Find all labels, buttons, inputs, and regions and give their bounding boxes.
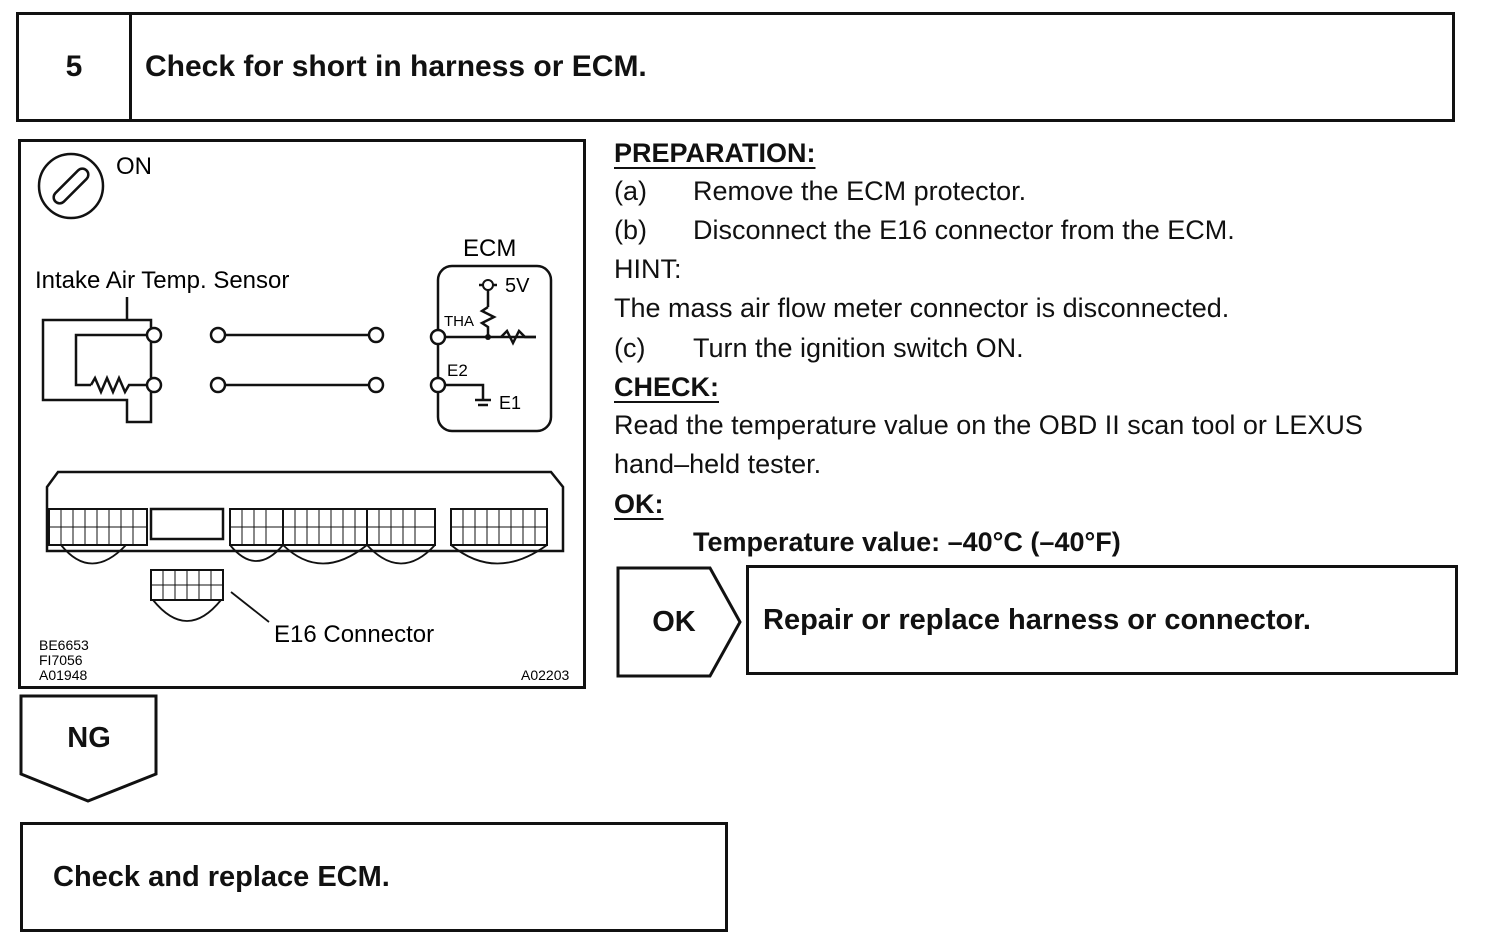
wiring-diagram: ON ECM Intake Air Temp. Sensor xyxy=(18,139,586,689)
ng-result-label: NG xyxy=(67,721,111,754)
step-b-letter: (b) xyxy=(614,215,647,245)
hint-heading: HINT: xyxy=(614,254,682,284)
ignition-key-icon xyxy=(37,152,105,220)
hint-text: The mass air flow meter connector is dis… xyxy=(614,293,1230,323)
connector-label: E16 Connector xyxy=(274,621,434,648)
wire-bundles xyxy=(60,544,548,623)
step-a-text: Remove the ECM protector. xyxy=(693,176,1027,206)
ecm-terminal-e2 xyxy=(429,376,447,394)
ok-heading: OK: xyxy=(614,489,664,519)
ref-code-3: A01948 xyxy=(39,667,87,683)
ref-code-2: FI7056 xyxy=(39,652,83,668)
check-line-2: hand–held tester. xyxy=(614,449,822,479)
sensor-label: Intake Air Temp. Sensor xyxy=(35,267,289,294)
tha-junction xyxy=(485,334,491,340)
label-e1: E1 xyxy=(499,393,521,413)
sensor-terminal-1 xyxy=(145,326,163,344)
ecm-connector-housing xyxy=(45,470,565,553)
label-e2: E2 xyxy=(447,361,468,380)
preparation-heading: PREPARATION: xyxy=(614,138,816,168)
step-title: Check for short in harness or ECM. xyxy=(129,12,1455,122)
check-line-1: Read the temperature value on the OBD II… xyxy=(614,410,1363,440)
ok-arrow-shape xyxy=(616,566,742,678)
diagram-svg: ON ECM Intake Air Temp. Sensor xyxy=(35,152,569,683)
ok-result-label: OK xyxy=(652,605,696,638)
ok-result-action: Repair or replace harness or connector. xyxy=(746,565,1458,675)
ecm-label: ECM xyxy=(463,235,516,262)
step-number: 5 xyxy=(16,12,132,122)
step-c-letter: (c) xyxy=(614,333,646,363)
label-tha: THA xyxy=(444,313,474,330)
step-a-letter: (a) xyxy=(614,176,647,206)
check-heading: CHECK: xyxy=(614,372,719,402)
label-5v: 5V xyxy=(505,275,530,297)
step-c-text: Turn the ignition switch ON. xyxy=(693,333,1024,363)
ecm-connector-pins xyxy=(49,509,547,600)
ref-code-1: BE6653 xyxy=(39,637,89,653)
supply-5v-node xyxy=(482,279,494,291)
ecm-box xyxy=(436,264,553,433)
ok-spec: Temperature value: –40°C (–40°F) xyxy=(693,527,1121,557)
switch-on-label: ON xyxy=(116,153,152,180)
sensor-terminal-2 xyxy=(145,376,163,394)
ng-result-action: Check and replace ECM. xyxy=(20,822,728,932)
ecm-connector-blocks xyxy=(48,508,548,601)
ng-arrow-shape xyxy=(19,694,158,803)
step-b-text: Disconnect the E16 connector from the EC… xyxy=(693,215,1235,245)
intake-air-temp-sensor xyxy=(41,297,153,424)
figure-code: A02203 xyxy=(521,667,569,683)
harness-wires xyxy=(209,326,385,394)
ecm-terminal-tha xyxy=(429,328,447,346)
